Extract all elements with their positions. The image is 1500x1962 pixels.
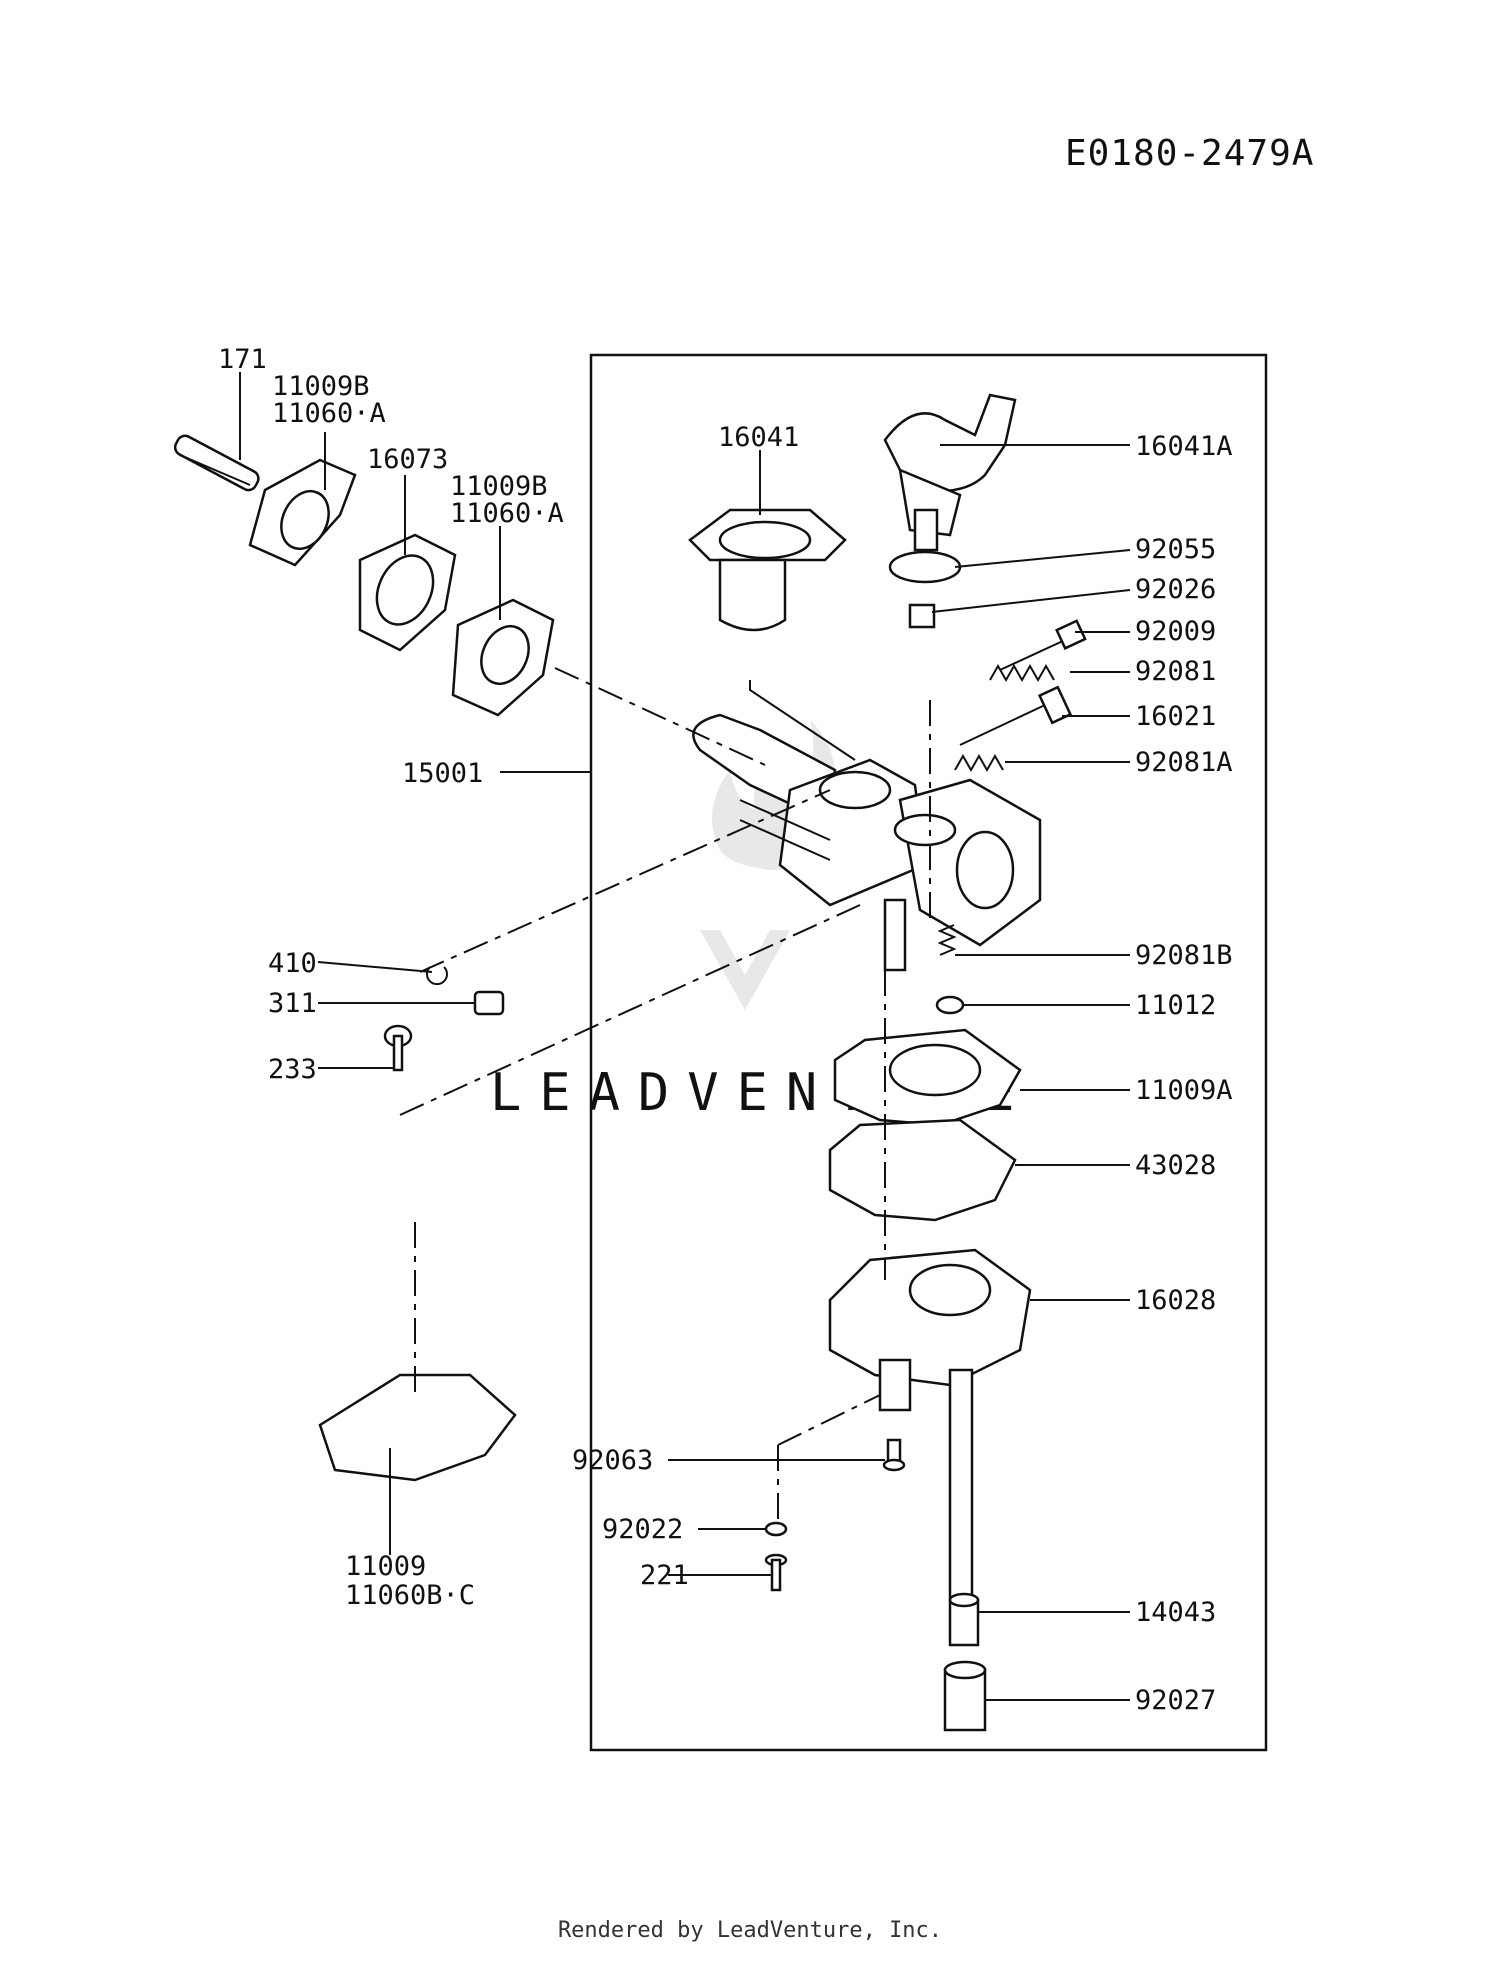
- gasket-11009a: [833, 1028, 1022, 1127]
- insulator-16073: [358, 533, 457, 652]
- seal-92026: [908, 603, 936, 629]
- carburetor-frame: [589, 353, 1268, 1752]
- label-16021: 16021: [1135, 701, 1216, 732]
- label-43028: 43028: [1135, 1150, 1216, 1181]
- washer-92022: [764, 1521, 788, 1537]
- label-16073: 16073: [367, 444, 448, 475]
- diagram-code: E0180-2479A: [1065, 133, 1314, 174]
- label-11009a: 11009A: [1135, 1075, 1233, 1106]
- label-16041a: 16041A: [1135, 431, 1233, 462]
- needle-92009: [999, 619, 1087, 671]
- carburetor-body-15001: [692, 713, 1042, 972]
- label-92055: 92055: [1135, 534, 1216, 565]
- label-14043: 14043: [1135, 1597, 1216, 1628]
- leader-lines: [239, 372, 1131, 1701]
- clip-410: [426, 966, 448, 986]
- fitting-14043: [948, 1592, 980, 1647]
- washer-11012: [935, 995, 965, 1015]
- label-11009b-2: 11009B: [450, 471, 548, 502]
- label-11012: 11012: [1135, 990, 1216, 1021]
- gasket-11009b-lower: [451, 598, 555, 717]
- label-92081: 92081: [1135, 656, 1216, 687]
- gasket-11009: [318, 1373, 517, 1482]
- label-92081a: 92081A: [1135, 747, 1233, 778]
- nut-311: [473, 990, 505, 1016]
- label-11009: 11009: [345, 1551, 426, 1582]
- label-311: 311: [268, 988, 317, 1019]
- screw-233: [383, 1024, 413, 1072]
- gasket-11009b-upper: [248, 458, 357, 567]
- label-92081b: 92081B: [1135, 940, 1233, 971]
- label-92063: 92063: [572, 1445, 653, 1476]
- label-92009: 92009: [1135, 616, 1216, 647]
- label-221: 221: [640, 1560, 689, 1591]
- label-410: 410: [268, 948, 317, 979]
- label-11009b-1: 11009B: [272, 371, 370, 402]
- spring-92081: [989, 663, 1055, 683]
- label-92022: 92022: [602, 1514, 683, 1545]
- spring-92081b: [937, 924, 957, 956]
- label-92027: 92027: [1135, 1685, 1216, 1716]
- label-15001: 15001: [402, 758, 483, 789]
- alignment-lines: [399, 667, 931, 1520]
- diaphragm-cover-16028: [828, 1248, 1032, 1602]
- screw-16021: [959, 685, 1073, 746]
- part-labels: 171 11009B 11060·A 16073 11009B 11060·A …: [218, 344, 1233, 1716]
- spring-92081a: [954, 753, 1004, 773]
- label-233: 233: [268, 1054, 317, 1085]
- label-16028: 16028: [1135, 1285, 1216, 1316]
- label-16041: 16041: [718, 422, 799, 453]
- screw-92063: [882, 1438, 906, 1472]
- screw-221: [764, 1553, 788, 1592]
- diaphragm-43028: [828, 1118, 1017, 1222]
- label-92026: 92026: [1135, 574, 1216, 605]
- footer-credit: Rendered by LeadVenture, Inc.: [557, 1918, 943, 1943]
- choke-lever-16041a: [883, 393, 1017, 552]
- label-11060a-1: 11060·A: [272, 398, 386, 429]
- label-171: 171: [218, 344, 267, 375]
- cap-92027: [943, 1660, 987, 1732]
- float-chamber-16041: [688, 508, 847, 632]
- label-11060bc: 11060B·C: [345, 1580, 475, 1611]
- label-11060a-2: 11060·A: [450, 498, 564, 529]
- stud-171: [173, 434, 260, 492]
- o-ring-92055: [888, 550, 962, 584]
